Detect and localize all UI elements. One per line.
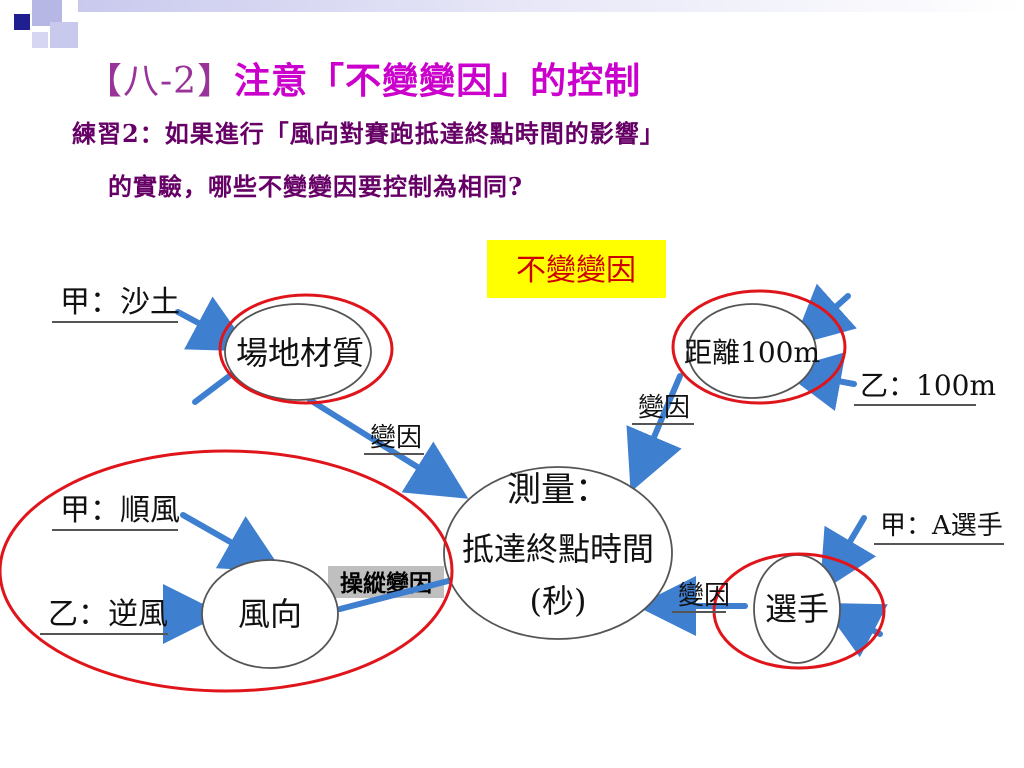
label-runner-option: 甲：A選手 <box>880 511 1003 541</box>
node-runner-label: 選手 <box>765 590 829 628</box>
arrow-field-to-center <box>307 397 469 499</box>
ring-distance <box>671 289 847 405</box>
node-field-ellipse <box>224 303 372 401</box>
node-wind-ellipse <box>201 559 339 669</box>
arrow-right-to-runner <box>820 602 888 658</box>
node-center-line2: 抵達終點時間 <box>462 530 654 568</box>
node-distance-ellipse <box>687 303 817 399</box>
corner-square-lilac-2 <box>50 22 78 48</box>
arrow-wind-to-center <box>337 577 455 612</box>
edge-label-field: 變因 <box>370 423 422 453</box>
ring-field <box>218 293 394 405</box>
corner-square-lilac <box>32 0 62 26</box>
legend-constant-box <box>487 240 666 298</box>
question-line-1: 練習2：如果進行「風向對賽跑抵達終點時間的影響」 <box>72 119 665 148</box>
ring-wind-group <box>0 449 454 693</box>
title-prefix: 【八-2】 <box>86 61 235 102</box>
node-center-line1: 測量： <box>507 470 609 510</box>
node-center-line3: (秒) <box>530 582 587 620</box>
legend-constant-label: 不變變因 <box>516 253 636 288</box>
label-wind-b: 乙：逆風 <box>48 597 168 632</box>
node-field-label: 場地材質 <box>236 334 364 372</box>
label-distance-option: 乙：100m <box>860 369 996 402</box>
label-wind-a: 甲：順風 <box>60 493 180 528</box>
arrows <box>163 283 888 658</box>
corner-square-navy <box>14 14 30 30</box>
node-distance-label: 距離100m <box>684 336 820 369</box>
slide-title: 【八-2】注意「不變變因」的控制 <box>86 52 641 104</box>
question-line-2: 的實驗，哪些不變變因要控制為相同? <box>108 172 524 201</box>
arrow-downwind-to-wind <box>180 512 283 572</box>
label-field-option: 甲：沙土 <box>60 285 180 320</box>
corner-square-lilac-3 <box>32 32 48 48</box>
node-center-ellipse <box>443 466 673 640</box>
node-wind-label: 風向 <box>238 595 302 633</box>
legend-manipulated-box <box>328 566 444 598</box>
legend-manipulated-label: 操縱變因 <box>340 570 432 597</box>
edge-label-distance: 變因 <box>638 393 690 423</box>
title-text: 注意「不變變因」的控制 <box>234 60 642 102</box>
nodes <box>201 303 841 669</box>
header-bar <box>78 0 1024 12</box>
arrow-field-extra <box>192 371 235 405</box>
edge-label-runner: 變因 <box>678 581 730 611</box>
arrow-arunner-to-runner <box>819 515 877 593</box>
